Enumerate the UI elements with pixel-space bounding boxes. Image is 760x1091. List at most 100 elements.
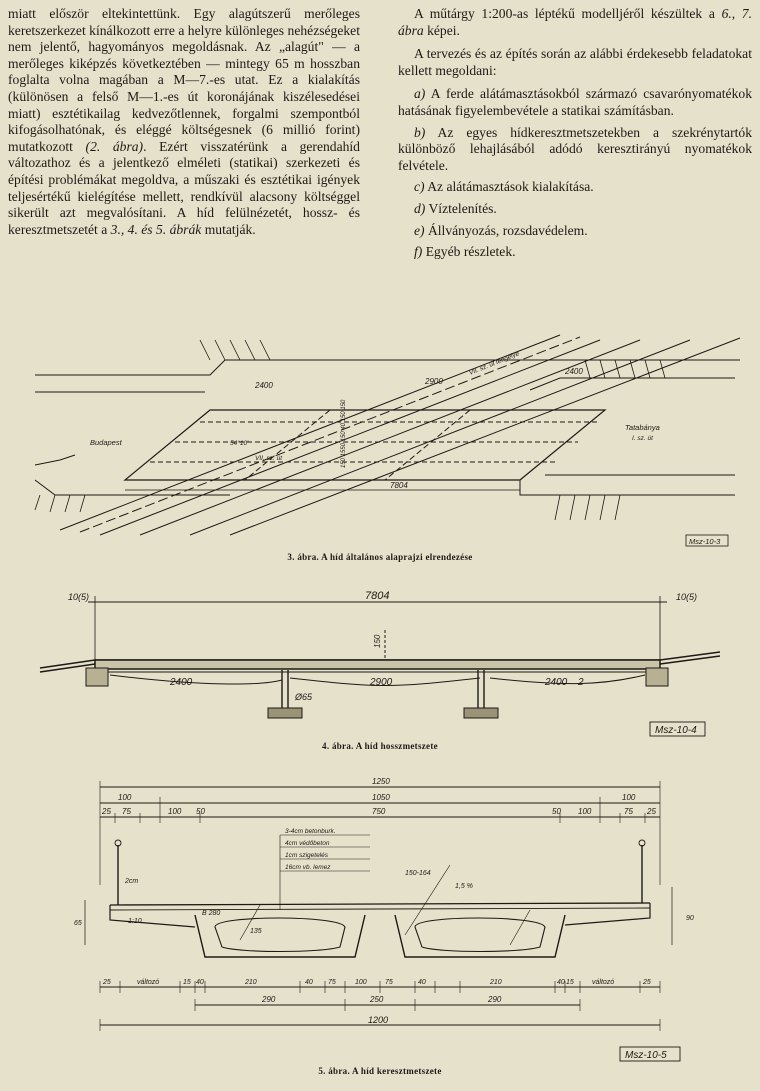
cross-bottom-dim: 40 bbox=[418, 979, 426, 986]
cross-top-dim: 25 bbox=[646, 807, 656, 816]
cross-misc-label: 90 bbox=[686, 915, 694, 922]
figure-5-caption: 5. ábra. A híd keresztmetszete bbox=[318, 1066, 442, 1076]
cross-misc-label: 1:10 bbox=[128, 918, 142, 925]
task-text: Egyéb részletek. bbox=[422, 244, 516, 260]
longitudinal-drawing: 10(5) 10(5) 7804 150 2400 2900 2400 2 Ø6… bbox=[39, 590, 721, 737]
plan-code: Msz-10-3 bbox=[689, 537, 721, 546]
plan-span-left: 2400 bbox=[254, 381, 273, 390]
long-right-end: 10(5) bbox=[676, 592, 697, 602]
cross-bottom-dim: 210 bbox=[489, 979, 502, 986]
left-column: miatt először eltekintettünk. Egy alagút… bbox=[8, 6, 360, 238]
cross-bottom-dim: 40 bbox=[196, 979, 204, 986]
cross-bottom-dim: 40 bbox=[305, 979, 313, 986]
long-total: 7804 bbox=[365, 590, 389, 602]
cross-top-dim: 75 bbox=[122, 807, 131, 816]
cross-top-dim: 50 bbox=[552, 807, 561, 816]
task-letter: f) bbox=[414, 244, 423, 260]
long-span3-suffix: 2 bbox=[577, 677, 584, 688]
cross-overall: 1200 bbox=[368, 1015, 388, 1025]
cross-sub-dim: 290 bbox=[487, 995, 502, 1004]
task-item: c) Az alátámasztások kialakítása. bbox=[398, 179, 752, 196]
cross-bottom-dim: változó bbox=[137, 979, 159, 986]
cross-bottom-dim: 75 bbox=[328, 979, 336, 986]
cross-top-dim: 75 bbox=[624, 807, 633, 816]
cross-bottom-dim: 40 bbox=[557, 979, 565, 986]
cross-misc-label: 2cm bbox=[124, 878, 138, 885]
long-height: 150 bbox=[373, 634, 382, 648]
task-text: Az alátámasztások kialakítása. bbox=[424, 179, 594, 195]
task-list: a) A ferde alátámasztásokból származó cs… bbox=[398, 86, 752, 260]
cross-top-dim: 1050 bbox=[372, 793, 390, 802]
cross-sub-dim: 250 bbox=[369, 995, 384, 1004]
cross-top-dim: 100 bbox=[622, 793, 636, 802]
long-span2: 2900 bbox=[369, 677, 393, 688]
right-paragraph-2: A tervezés és az építés során az alábbi … bbox=[398, 46, 752, 78]
long-span1: 2400 bbox=[169, 677, 193, 688]
task-text: Állványozás, rozsdavédelem. bbox=[424, 222, 588, 238]
ref-fig2: (2. ábra) bbox=[85, 138, 144, 154]
cross-misc-label: 65 bbox=[74, 920, 82, 927]
cross-misc-label: B 280 bbox=[202, 910, 220, 917]
plan-label-widths: 150 1550 150 40 150 150 bbox=[341, 399, 347, 468]
task-letter: d) bbox=[414, 200, 426, 216]
cross-layer-label: 1cm szigetelés bbox=[285, 852, 329, 859]
figure-4-caption: 4. ábra. A híd hosszmetszete bbox=[322, 741, 438, 751]
figure-3-caption: 3. ábra. A híd általános alaprajzi elren… bbox=[287, 552, 473, 562]
task-text: A ferde alátámasztásokból származó csava… bbox=[398, 86, 752, 118]
plan-label-road1: I. sz. út bbox=[632, 435, 654, 442]
plan-span-mid: 2900 bbox=[424, 377, 443, 386]
plan-span-right: 2400 bbox=[564, 367, 583, 376]
long-left-end: 10(5) bbox=[68, 592, 89, 602]
cross-top-dim: 750 bbox=[372, 807, 386, 816]
figure-3-plan: 2400 2900 2400 7804 Budapest Tatabánya I… bbox=[0, 330, 760, 550]
long-span3: 2400 bbox=[544, 677, 568, 688]
cross-layer-label: 4cm védőbeton bbox=[285, 840, 330, 847]
cross-bottom-dim: változó bbox=[592, 979, 614, 986]
cross-top-dim: 100 bbox=[118, 793, 132, 802]
cross-bottom-dim: 15 bbox=[183, 979, 191, 986]
cross-misc-label: 150-164 bbox=[405, 870, 431, 877]
task-letter: c) bbox=[414, 179, 425, 195]
plan-drawing: 2400 2900 2400 7804 Budapest Tatabánya I… bbox=[34, 334, 741, 547]
cross-top-dim: 25 bbox=[101, 807, 111, 816]
cross-top-dim: 100 bbox=[168, 807, 182, 816]
cross-misc-label: 1,5 % bbox=[455, 883, 473, 890]
cross-bottom-dim: 25 bbox=[102, 979, 111, 986]
cross-bottom-dim: 100 bbox=[355, 979, 367, 986]
task-letter: b) bbox=[414, 124, 426, 140]
cross-top-dims: 1250 100 1050 100 25 75 100 50 750 50 100 75 25 bbox=[101, 777, 656, 816]
left-paragraph: miatt először eltekintettünk. Egy alagút… bbox=[8, 6, 360, 237]
cross-bottom-dim: 25 bbox=[642, 979, 651, 986]
task-text: Az egyes hídkeresztmetszetekben a szekré… bbox=[398, 124, 752, 173]
cross-layer-label: 3-4cm betonburk. bbox=[285, 828, 336, 835]
task-item: d) Víztelenítés. bbox=[398, 201, 752, 218]
figure-4-longitudinal: 10(5) 10(5) 7804 150 2400 2900 2400 2 Ø6… bbox=[0, 590, 760, 740]
plan-label-angle: 54°10' bbox=[230, 439, 249, 447]
ref-fig345: 3., 4. és 5. ábrák bbox=[110, 221, 202, 237]
task-item: e) Állványozás, rozsdavédelem. bbox=[398, 223, 752, 240]
cross-sub-dim: 290 bbox=[261, 995, 276, 1004]
cross-bottom-dim: 210 bbox=[244, 979, 257, 986]
cross-misc-label: 135 bbox=[250, 928, 262, 935]
cross-layer-label: 16cm vb. lemez bbox=[285, 864, 331, 871]
task-item: b) Az egyes hídkeresztmetszetekben a sze… bbox=[398, 125, 752, 175]
cross-top-dim: 1250 bbox=[372, 777, 390, 786]
cross-bottom-dim: 15 bbox=[566, 979, 574, 986]
cross-bottom-dim: 75 bbox=[385, 979, 393, 986]
plan-label-budapest: Budapest bbox=[90, 438, 123, 447]
cross-top-dim: 50 bbox=[196, 807, 205, 816]
cross-section-drawing: 1250 100 1050 100 25 75 100 50 750 50 100 75 25 3-4c… bbox=[74, 777, 694, 1062]
cross-layer-labels: 3-4cm betonburk. 4cm védőbeton 1cm szigete… bbox=[285, 828, 336, 871]
task-letter: e) bbox=[414, 222, 425, 238]
long-pile: Ø65 bbox=[294, 692, 313, 702]
plan-label-road7: VII. sz. út bbox=[255, 455, 283, 462]
plan-total: 7804 bbox=[390, 481, 408, 490]
cross-code: Msz-10-5 bbox=[625, 1050, 667, 1061]
right-column: A műtárgy 1:200-as léptékű modelljéről k… bbox=[398, 6, 752, 266]
long-code: Msz-10-4 bbox=[655, 725, 697, 736]
task-item: a) A ferde alátámasztásokból származó cs… bbox=[398, 86, 752, 119]
figure-5-cross-section: 1250 100 1050 100 25 75 100 50 750 50 100 75 25 3-4c… bbox=[0, 775, 760, 1065]
cross-top-dim: 100 bbox=[578, 807, 592, 816]
plan-label-tatabanya: Tatabánya bbox=[625, 423, 660, 432]
